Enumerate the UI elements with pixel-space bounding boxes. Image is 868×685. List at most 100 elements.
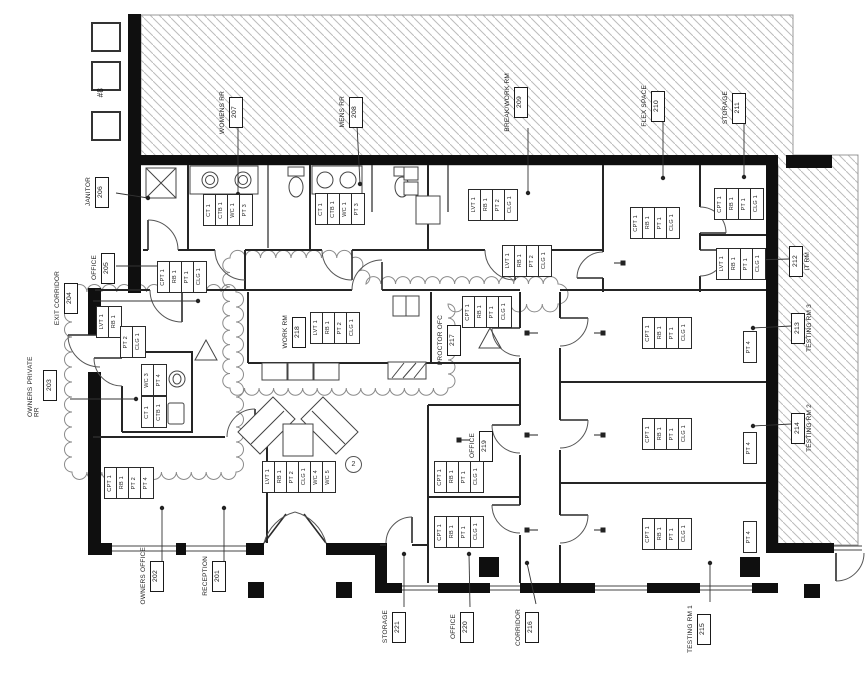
finish-code-cell: CLG 1 — [473, 523, 480, 541]
room-tag-office-219: OFFICE 219 — [469, 428, 493, 464]
finish-code-cell: PT 1 — [667, 419, 679, 449]
finish-code-cell: CPT 1 — [435, 517, 447, 547]
finish-code-cell: CLG 1 — [681, 525, 688, 543]
room-tag-owners-office-202: OWNERS OFFICE 202 — [140, 547, 164, 605]
room-tag-office-205: OFFICE 205 — [91, 250, 115, 286]
revision-triangles — [194, 326, 502, 361]
exterior-walls — [88, 14, 834, 593]
finish-code-cell: LVT 1 — [469, 190, 481, 220]
room-tag-janitor-206: JANITOR 206 — [85, 172, 109, 212]
finish-strip-214-pt4: PT 4 — [743, 432, 757, 464]
finish-code-cell: PT 3 — [242, 203, 249, 217]
finish-code-cell: CTB 1 — [328, 194, 340, 224]
finish-code-cell: CPT 1 — [158, 262, 170, 292]
finish-code-cell: PT 1 — [667, 519, 679, 549]
finish-code-cell: CLG 1 — [669, 214, 676, 232]
fixtures — [145, 165, 441, 457]
room-tag-womens-rr-207: WOMENS RR 207 — [219, 90, 243, 134]
finish-strip-215-pt4: PT 4 — [743, 521, 757, 553]
finish-code-cell: CPT 1 — [643, 419, 655, 449]
grid-ref-squares — [91, 22, 121, 141]
room-tag-office-220: OFFICE 220 — [450, 605, 474, 649]
finish-code-cell: CLG 1 — [681, 324, 688, 342]
finish-code-cell: PT 4 — [143, 476, 150, 490]
room-tag-it-rm-212: IT RM 212 — [789, 243, 812, 279]
finish-code-cell: CPT 1 — [435, 462, 447, 492]
finish-code-cell: PT 3 — [354, 202, 361, 216]
finish-code-cell: RB 1 — [655, 318, 667, 348]
finish-code-cell: WC 1 — [340, 194, 352, 224]
finish-code-cell: PT 2 — [287, 462, 299, 492]
room-tag-testing-rm-2-214: TESTING RM 2 214 — [791, 402, 814, 454]
finish-code-cell: PT 4 — [746, 340, 753, 354]
finish-code-cell: RB 1 — [447, 462, 459, 492]
finish-code-cell: LVT 1 — [263, 462, 275, 492]
finish-code-cell: CPT 1 — [463, 297, 475, 327]
finish-code-cell: RB 1 — [655, 519, 667, 549]
finish-code-cell: PT 1 — [741, 249, 753, 279]
finish-code-cell: WC 5 — [325, 469, 332, 485]
finish-code-cell: RB 1 — [275, 462, 287, 492]
finish-code-cell: PT 2 — [527, 246, 539, 276]
finish-code-cell: RB 1 — [170, 262, 182, 292]
room-tag-break-work-rm-209: BREAK/WORK RM 209 — [504, 73, 528, 131]
finish-code-cell: RB 1 — [323, 313, 335, 343]
finish-code-cell: PT 1 — [459, 517, 471, 547]
finish-code-cell: CLG 1 — [753, 195, 760, 213]
finish-code-cell: CLG 1 — [473, 468, 480, 486]
finish-code-cell: LVT 1 — [717, 249, 729, 279]
finish-strip-213-pt4: PT 4 — [743, 331, 757, 363]
finish-code-cell: CPT 1 — [643, 519, 655, 549]
finish-code-cell: CT 1 — [316, 194, 328, 224]
finish-code-cell: PT 4 — [746, 530, 753, 544]
finish-code-cell: PT 2 — [129, 468, 141, 498]
finish-code-cell: PT 2 — [493, 190, 505, 220]
finish-code-cell: RB 1 — [117, 468, 129, 498]
storefront-glazing — [112, 545, 862, 591]
columns — [248, 557, 820, 598]
room-tag-reception-201: RECEPTION 201 — [202, 552, 226, 600]
finish-code-cell: PT 1 — [459, 462, 471, 492]
finish-code-cell: CTB 1 — [216, 195, 228, 225]
room-tag-testing-rm-1-215: TESTING RM 1 215 — [687, 600, 711, 658]
finish-code-cell: RB 1 — [475, 297, 487, 327]
finish-code-cell: CLG 1 — [507, 196, 514, 214]
room-tag-storage-211: STORAGE 211 — [722, 86, 746, 130]
finish-code-cell: RB 1 — [447, 517, 459, 547]
finish-code-cell: CLG 1 — [681, 425, 688, 443]
finish-code-cell: RB 1 — [515, 246, 527, 276]
room-tag-work-rm-218: WORK RM 218 — [282, 310, 306, 354]
finish-code-cell: PT 1 — [739, 189, 751, 219]
finish-code-cell: LVT 1 — [311, 313, 323, 343]
finish-code-cell: PT 1 — [667, 318, 679, 348]
finish-code-cell: WC 1 — [228, 195, 240, 225]
finish-code-cell: PT 1 — [655, 208, 667, 238]
finish-code-cell: LVT 1 — [97, 307, 109, 337]
finish-code-cell: RB 1 — [729, 249, 741, 279]
finish-code-cell: CLG 1 — [349, 319, 356, 337]
finish-code-cell: WC 3 — [142, 365, 154, 395]
room-tag-corridor-216: CORRIDOR 216 — [515, 602, 539, 652]
finish-code-cell: PT 2 — [335, 313, 347, 343]
room-tag-proctor-ofc-217: PROCTOR OFC 217 — [437, 315, 461, 365]
